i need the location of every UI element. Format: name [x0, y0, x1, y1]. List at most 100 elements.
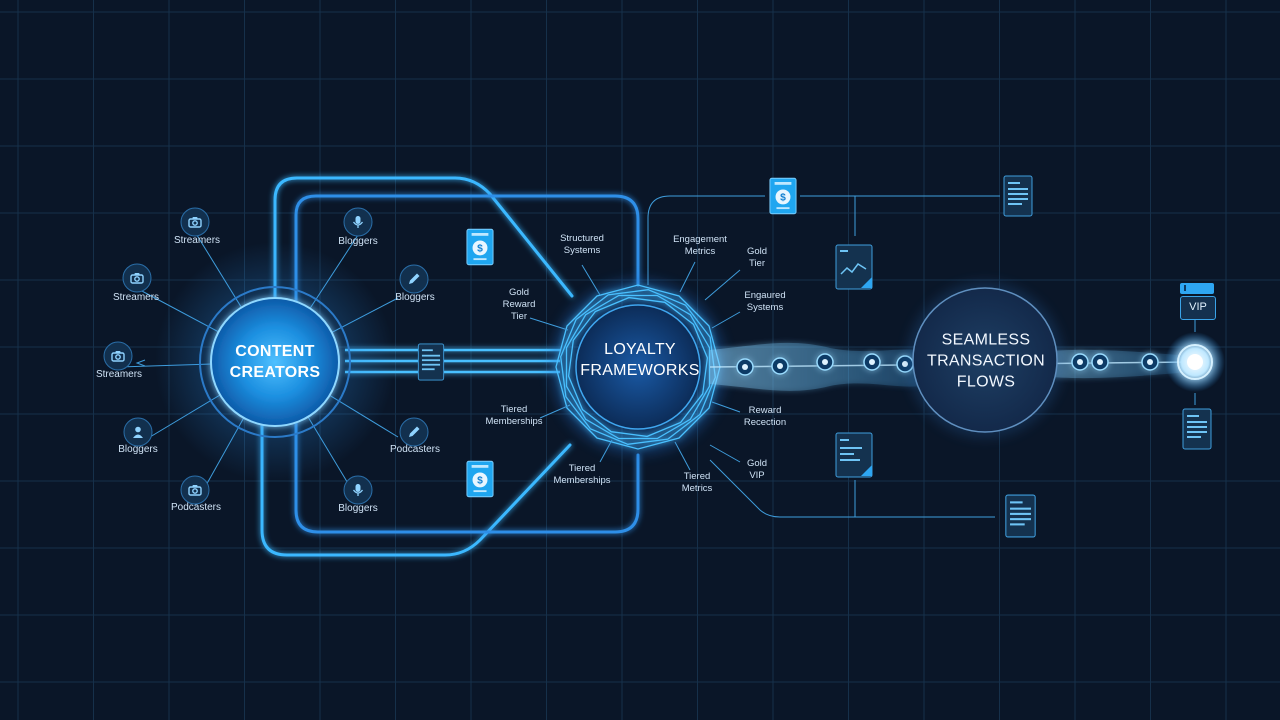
coin-node [771, 357, 789, 375]
gold-vip-line-2: VIP [749, 470, 765, 481]
camera-icon-badge [103, 341, 133, 371]
label-gold-tier: Gold Tier [747, 246, 767, 270]
loyalty-spoke [709, 444, 741, 463]
document-icon [1005, 494, 1036, 538]
document-icon [417, 343, 445, 381]
label-bloggers-left: Bloggers [118, 444, 158, 455]
content-creators-ring [199, 286, 351, 438]
person-icon [123, 417, 153, 447]
tiered-left-line-1: Tiered [500, 404, 528, 415]
tiered-metrics-line-2: Metrics [681, 483, 713, 494]
camera-icon-badge [180, 207, 210, 237]
engaured-line-1: Engaured [744, 290, 786, 301]
loyalty-spoke [581, 264, 601, 296]
chart-icon [835, 244, 873, 290]
end-node-core [1187, 354, 1203, 370]
camera-icon-badge [122, 263, 152, 293]
vip-icon [1180, 283, 1214, 294]
seamless-line-3: FLOWS [956, 373, 1016, 391]
document-icon [1182, 408, 1212, 450]
label-streamers-low: Streamers [95, 369, 143, 380]
label-tiered-memberships-left: Tiered Memberships [485, 404, 542, 428]
label-bloggers-right: Bloggers [395, 292, 435, 303]
seamless-transaction-flows-label: SEAMLESS TRANSACTION FLOWS [927, 330, 1045, 393]
coin-node [1071, 353, 1089, 371]
loyalty-spoke [599, 439, 613, 463]
label-gold-reward-tier: Gold Reward Tier [503, 287, 536, 323]
loyalty-polygon [560, 289, 716, 445]
coin-node-core [1077, 359, 1083, 365]
coin-node-core [1147, 359, 1153, 365]
label-engaured-systems: Engaured Systems [744, 290, 785, 314]
camera-icon-badge [180, 475, 210, 505]
loyalty-polygon [567, 296, 709, 438]
camera-icon [180, 207, 210, 237]
end-node-ring [1177, 344, 1213, 380]
label-gold-vip: Gold VIP [747, 458, 767, 482]
camera-icon [180, 475, 210, 505]
coin-node-core [777, 363, 783, 369]
tiered-bottom-line-2: Memberships [553, 475, 611, 486]
seamless-line-2: TRANSACTION [927, 352, 1045, 370]
gold-reward-line-2: Reward [502, 299, 536, 310]
coin-node-core [822, 359, 828, 365]
coin-node-core [742, 364, 748, 370]
icon-layer [103, 175, 1212, 538]
microphone-icon [343, 475, 373, 505]
reward-line-2: Recection [743, 417, 787, 428]
content-creators-line-2: CREATORS [229, 364, 321, 381]
loyalty-frameworks-line-1: LOYALTY [604, 341, 676, 358]
coin-node [736, 358, 754, 376]
label-podcasters-right: Podcasters [389, 444, 441, 455]
label-tiered-metrics: Tiered Metrics [682, 471, 713, 495]
pencil-icon [399, 417, 429, 447]
loyalty-spoke [674, 441, 691, 471]
camera-icon [122, 263, 152, 293]
pencil-icon [399, 264, 429, 294]
loyalty-spoke [704, 269, 741, 301]
loyalty-polygon [555, 284, 721, 450]
label-streamers-top: Streamers [173, 235, 221, 246]
document-icon [1003, 175, 1033, 217]
engagement-line-1: Engagement [673, 234, 727, 245]
gold-tier-line-1: Gold [746, 246, 768, 257]
content-creators-label: CONTENT CREATORS [230, 341, 321, 383]
document-connectors [647, 195, 1000, 518]
microphone-icon [343, 207, 373, 237]
content-creators-hub [210, 297, 340, 427]
coin-node [816, 353, 834, 371]
dollar-icon [466, 460, 494, 498]
gold-tier-line-2: Tier [748, 258, 766, 269]
gold-reward-line-1: Gold [508, 287, 530, 298]
coin-node [1141, 353, 1159, 371]
label-streamers-mid: Streamers [112, 292, 160, 303]
label-bloggers-bottom: Bloggers [338, 503, 378, 514]
loyalty-frameworks-hub [550, 279, 726, 455]
label-bloggers-top: Bloggers [338, 236, 378, 247]
label-structured-systems: Structured Systems [560, 233, 604, 257]
loyalty-spoke [679, 261, 696, 293]
label-engagement-metrics: Engagement Metrics [673, 234, 727, 258]
document-icon [835, 432, 873, 478]
loyalty-spoke [529, 317, 569, 331]
seamless-line-1: SEAMLESS [941, 331, 1031, 349]
structured-line-2: Systems [563, 245, 601, 256]
label-podcasters-left: Podcasters [170, 502, 222, 513]
vip-tag: VIP [1180, 283, 1216, 320]
coin-node-core [869, 359, 875, 365]
engagement-line-2: Metrics [684, 246, 716, 257]
loyalty-spoke [711, 311, 741, 329]
loyalty-frameworks-line-2: FRAMEWORKS [580, 362, 700, 379]
camera-icon [103, 341, 133, 371]
tiered-left-line-2: Memberships [485, 416, 543, 427]
coin-node [863, 353, 881, 371]
structured-line-1: Structured [560, 233, 604, 244]
seamless-hub [912, 287, 1058, 433]
coin-node-core [1097, 359, 1103, 365]
engaured-line-2: Systems [746, 302, 784, 313]
loyalty-spokes [529, 261, 741, 471]
gold-reward-line-3: Tier [510, 311, 527, 322]
arrow-head [135, 359, 146, 367]
vip-tag-label: VIP [1189, 301, 1207, 313]
